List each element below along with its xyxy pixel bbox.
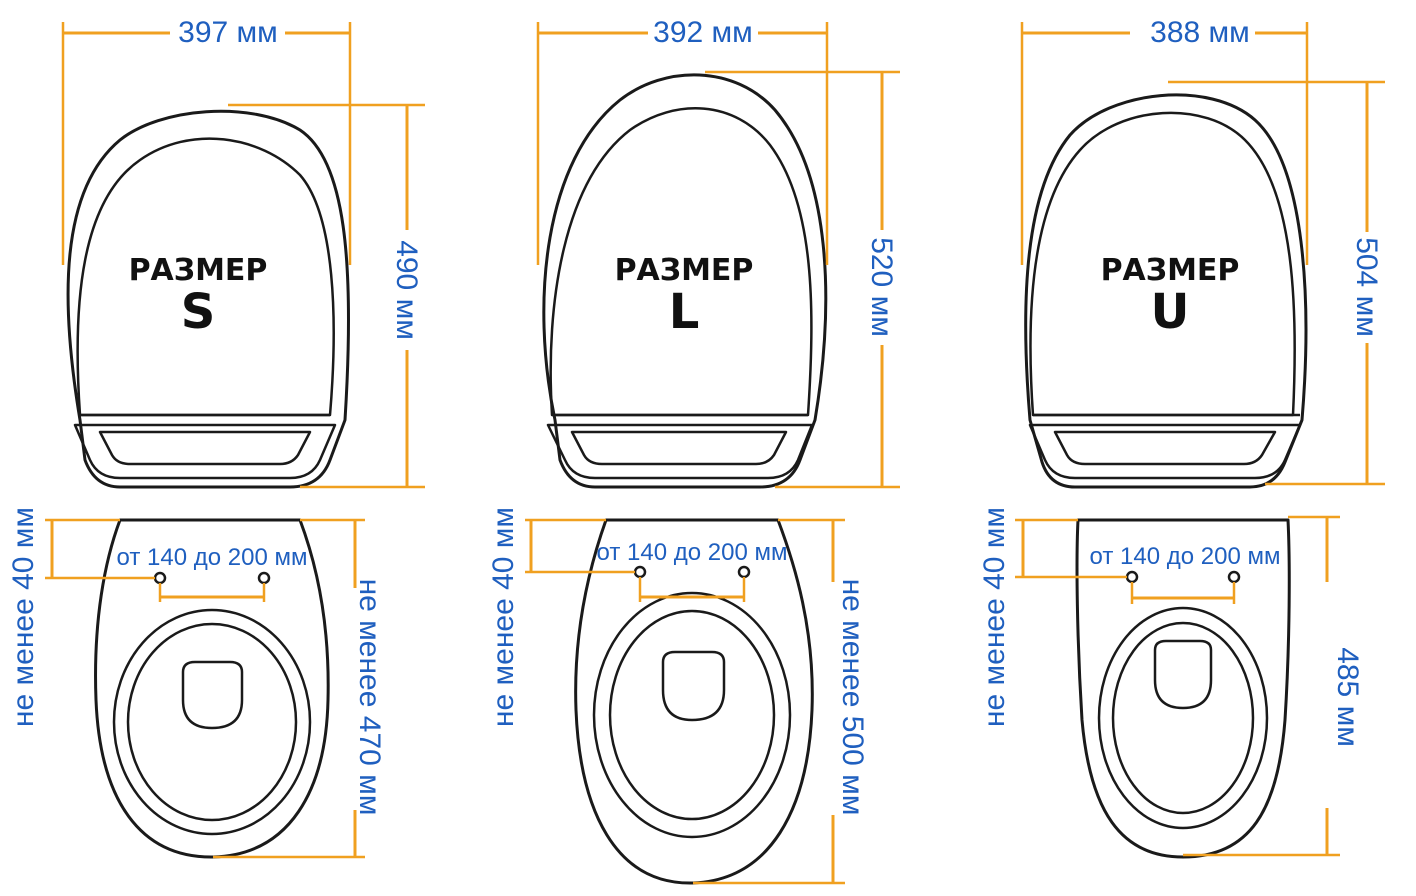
bowl-s-mount-hole-right [257, 571, 271, 585]
seat-s-size-word: РАЗМЕР [129, 253, 268, 288]
bowl-s-length-label: не менее 470 мм [353, 579, 386, 816]
seat-l-lid-outline [542, 73, 828, 489]
seat-u-width-label: 388 мм [1150, 16, 1250, 49]
seat-u-lid-inner [1029, 111, 1296, 417]
bowl-u-depth-label: не менее 40 мм [978, 507, 1011, 727]
seat-s-length-label: 490 мм [390, 240, 423, 340]
bowl-s-mount-hole-left [153, 571, 167, 585]
seat-s-hinge-inner [98, 430, 312, 466]
seat-u: РАЗМЕР U 388 мм 504 мм [1020, 16, 1385, 489]
bowl-l-mount-hole-left [633, 565, 647, 579]
seat-u-lid-outline [1024, 93, 1308, 489]
bowl-u-drain [1153, 639, 1213, 710]
bowl-u-outline [1075, 518, 1291, 859]
seat-s-width-label: 397 мм [178, 16, 278, 49]
bowl-s-rim-outer [112, 608, 312, 836]
bowl-u-mount-hole-left [1125, 570, 1139, 584]
seat-l: РАЗМЕР L 392 мм 520 мм [536, 16, 900, 489]
seat-u-size-letter: U [1151, 284, 1190, 340]
bowl-l-depth-label: не менее 40 мм [487, 507, 520, 727]
bowl-u-rim-inner [1111, 621, 1255, 815]
seat-l-length-label: 520 мм [865, 237, 898, 337]
seat-l-hinge-inner [570, 430, 788, 466]
bowl-l-spacing-label: от 140 до 200 мм [597, 539, 788, 566]
seat-u-length-label: 504 мм [1350, 237, 1383, 337]
seat-l-size-letter: L [669, 284, 700, 340]
bowl-s-depth-label: не менее 40 мм [7, 507, 40, 727]
bowl-l-drain [661, 650, 726, 722]
bowl-u-rim-outer [1097, 606, 1269, 830]
seat-s-size-letter: S [181, 284, 216, 340]
bowl-s-drain [181, 660, 244, 730]
bowl-s-spacing-label: от 140 до 200 мм [117, 544, 308, 571]
seat-s: РАЗМЕР S 397 мм 490 мм [61, 16, 425, 489]
bowl-u-length-label: 485 мм [1331, 647, 1364, 747]
bowl-u: не менее 40 мм от 140 до 200 мм 485 мм [978, 507, 1364, 859]
bowl-l-rim-outer [592, 591, 792, 839]
seat-l-hinge-outer [546, 423, 814, 480]
bowl-s: не менее 40 мм от 140 до 200 мм не менее… [7, 507, 386, 859]
bowl-u-mount-hole-right [1227, 570, 1241, 584]
seat-u-hinge-inner [1053, 430, 1277, 466]
bowl-l-rim-inner [608, 609, 776, 821]
bowl-l: не менее 40 мм от 140 до 200 мм не менее… [487, 507, 869, 885]
bowl-s-rim-inner [126, 622, 298, 822]
seat-l-lid-inner [549, 107, 813, 417]
seat-u-size-word: РАЗМЕР [1101, 253, 1240, 288]
bowl-l-length-label: не менее 500 мм [836, 579, 869, 816]
seat-l-width-label: 392 мм [653, 16, 753, 49]
bowl-u-spacing-label: от 140 до 200 мм [1090, 543, 1281, 570]
seat-s-lid-inner [76, 137, 335, 417]
seat-s-hinge-outer [73, 423, 337, 480]
seat-s-lid-outline [66, 109, 351, 489]
seat-l-size-word: РАЗМЕР [615, 253, 754, 288]
seat-u-hinge-outer [1028, 423, 1302, 480]
bowl-l-mount-hole-right [737, 565, 751, 579]
